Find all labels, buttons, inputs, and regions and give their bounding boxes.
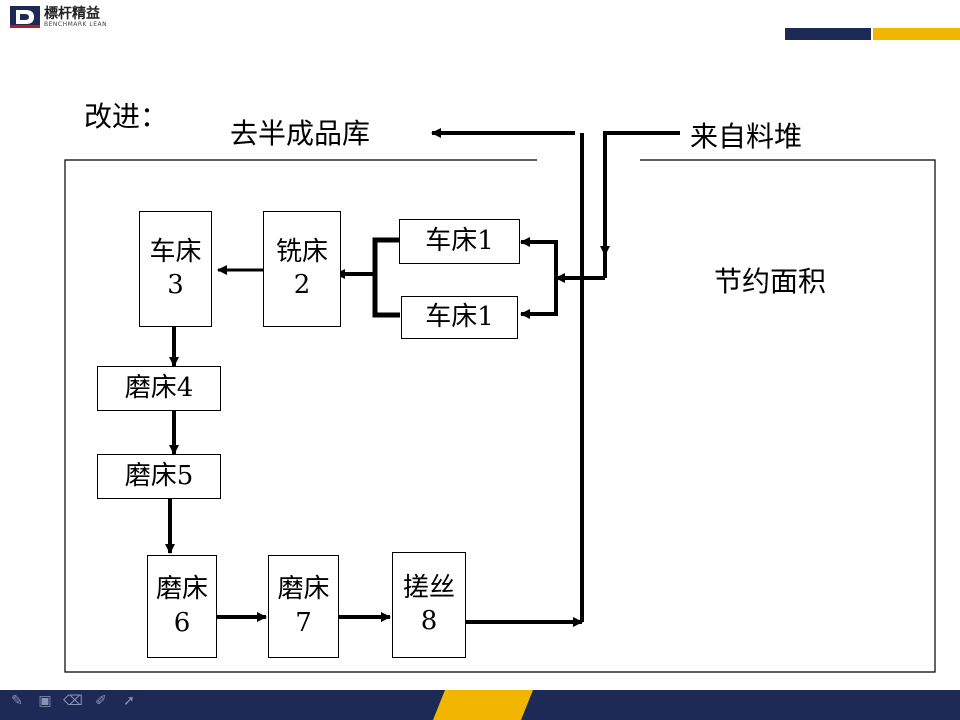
pen-icon[interactable]: ✎: [11, 693, 23, 709]
logo: 標杆精益 BENCHMARK LEAN: [10, 6, 107, 28]
machine-name: 磨床: [277, 574, 330, 605]
machine-grinder-4: 磨床4: [97, 366, 221, 411]
machine-label: 车床1: [425, 301, 494, 332]
label-from-stock-pile: 来自料堆: [690, 120, 803, 153]
machine-label: 磨床5: [124, 460, 194, 491]
slideshow-toolbar: ✎ ▣ ⌫ ✐ ➚: [8, 692, 138, 710]
accent-bar-navy: [785, 28, 871, 40]
arrow-to-lathe1a: [520, 237, 558, 278]
machine-number: 8: [420, 606, 438, 636]
machine-number: 3: [167, 270, 184, 300]
machine-number: 6: [173, 607, 191, 638]
machine-label: 车床1: [425, 225, 494, 256]
accent-bar-gold: [873, 28, 960, 40]
label-to-wip-store: 去半成品库: [230, 117, 371, 150]
machine-lathe-1b: 车床1: [401, 296, 518, 339]
eraser-icon[interactable]: ⌫: [63, 693, 83, 709]
label-space-saved: 节约面积: [714, 265, 827, 298]
logo-text: 標杆精益: [44, 5, 100, 22]
highlighter-icon[interactable]: ✐: [95, 693, 107, 709]
machine-grinder-5: 磨床5: [97, 454, 221, 499]
machine-label: 磨床4: [124, 372, 194, 403]
machine-number: 7: [295, 607, 312, 638]
machine-name: 磨床: [155, 574, 208, 605]
lathe1b-out: [372, 274, 400, 318]
footer-accent: [433, 690, 533, 720]
logo-subtext: BENCHMARK LEAN: [44, 20, 108, 28]
machine-name: 车床: [149, 236, 202, 267]
machine-name: 搓丝: [402, 572, 455, 603]
machine-number: 2: [293, 270, 311, 300]
machine-name: 铣床: [275, 236, 328, 267]
workshop-outline: [64, 159, 936, 673]
logo-mark-icon: [10, 6, 40, 28]
arrow-from-stock: [600, 131, 680, 256]
pointer-icon[interactable]: ➚: [123, 693, 135, 709]
save-icon[interactable]: ▣: [38, 693, 52, 709]
arrow-to-lathe1b: [520, 278, 558, 319]
lathe1a-out: [372, 237, 400, 274]
machine-lathe-1a: 车床1: [399, 219, 520, 264]
heading-improvement: 改进：: [84, 100, 169, 133]
